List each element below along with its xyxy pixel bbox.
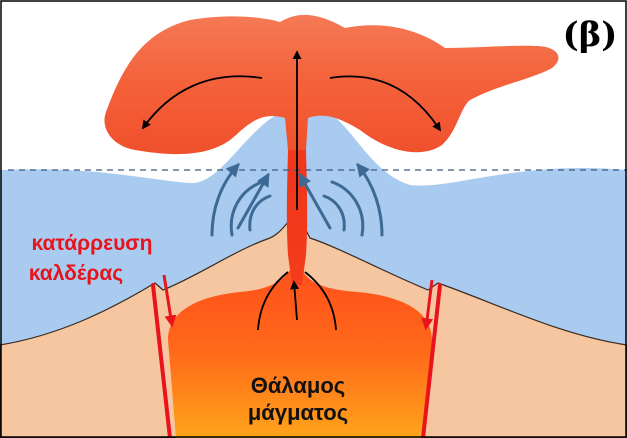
caldera-collapse-label-line1: κατάρρευση <box>32 232 153 255</box>
magma-chamber-label-line2: μάγματος <box>248 400 348 425</box>
magma-chamber-label-line1: Θάλαμος <box>251 373 345 398</box>
panel-label: (β) <box>563 15 618 55</box>
caldera-collapse-label-line2: καλδέρας <box>29 262 123 285</box>
